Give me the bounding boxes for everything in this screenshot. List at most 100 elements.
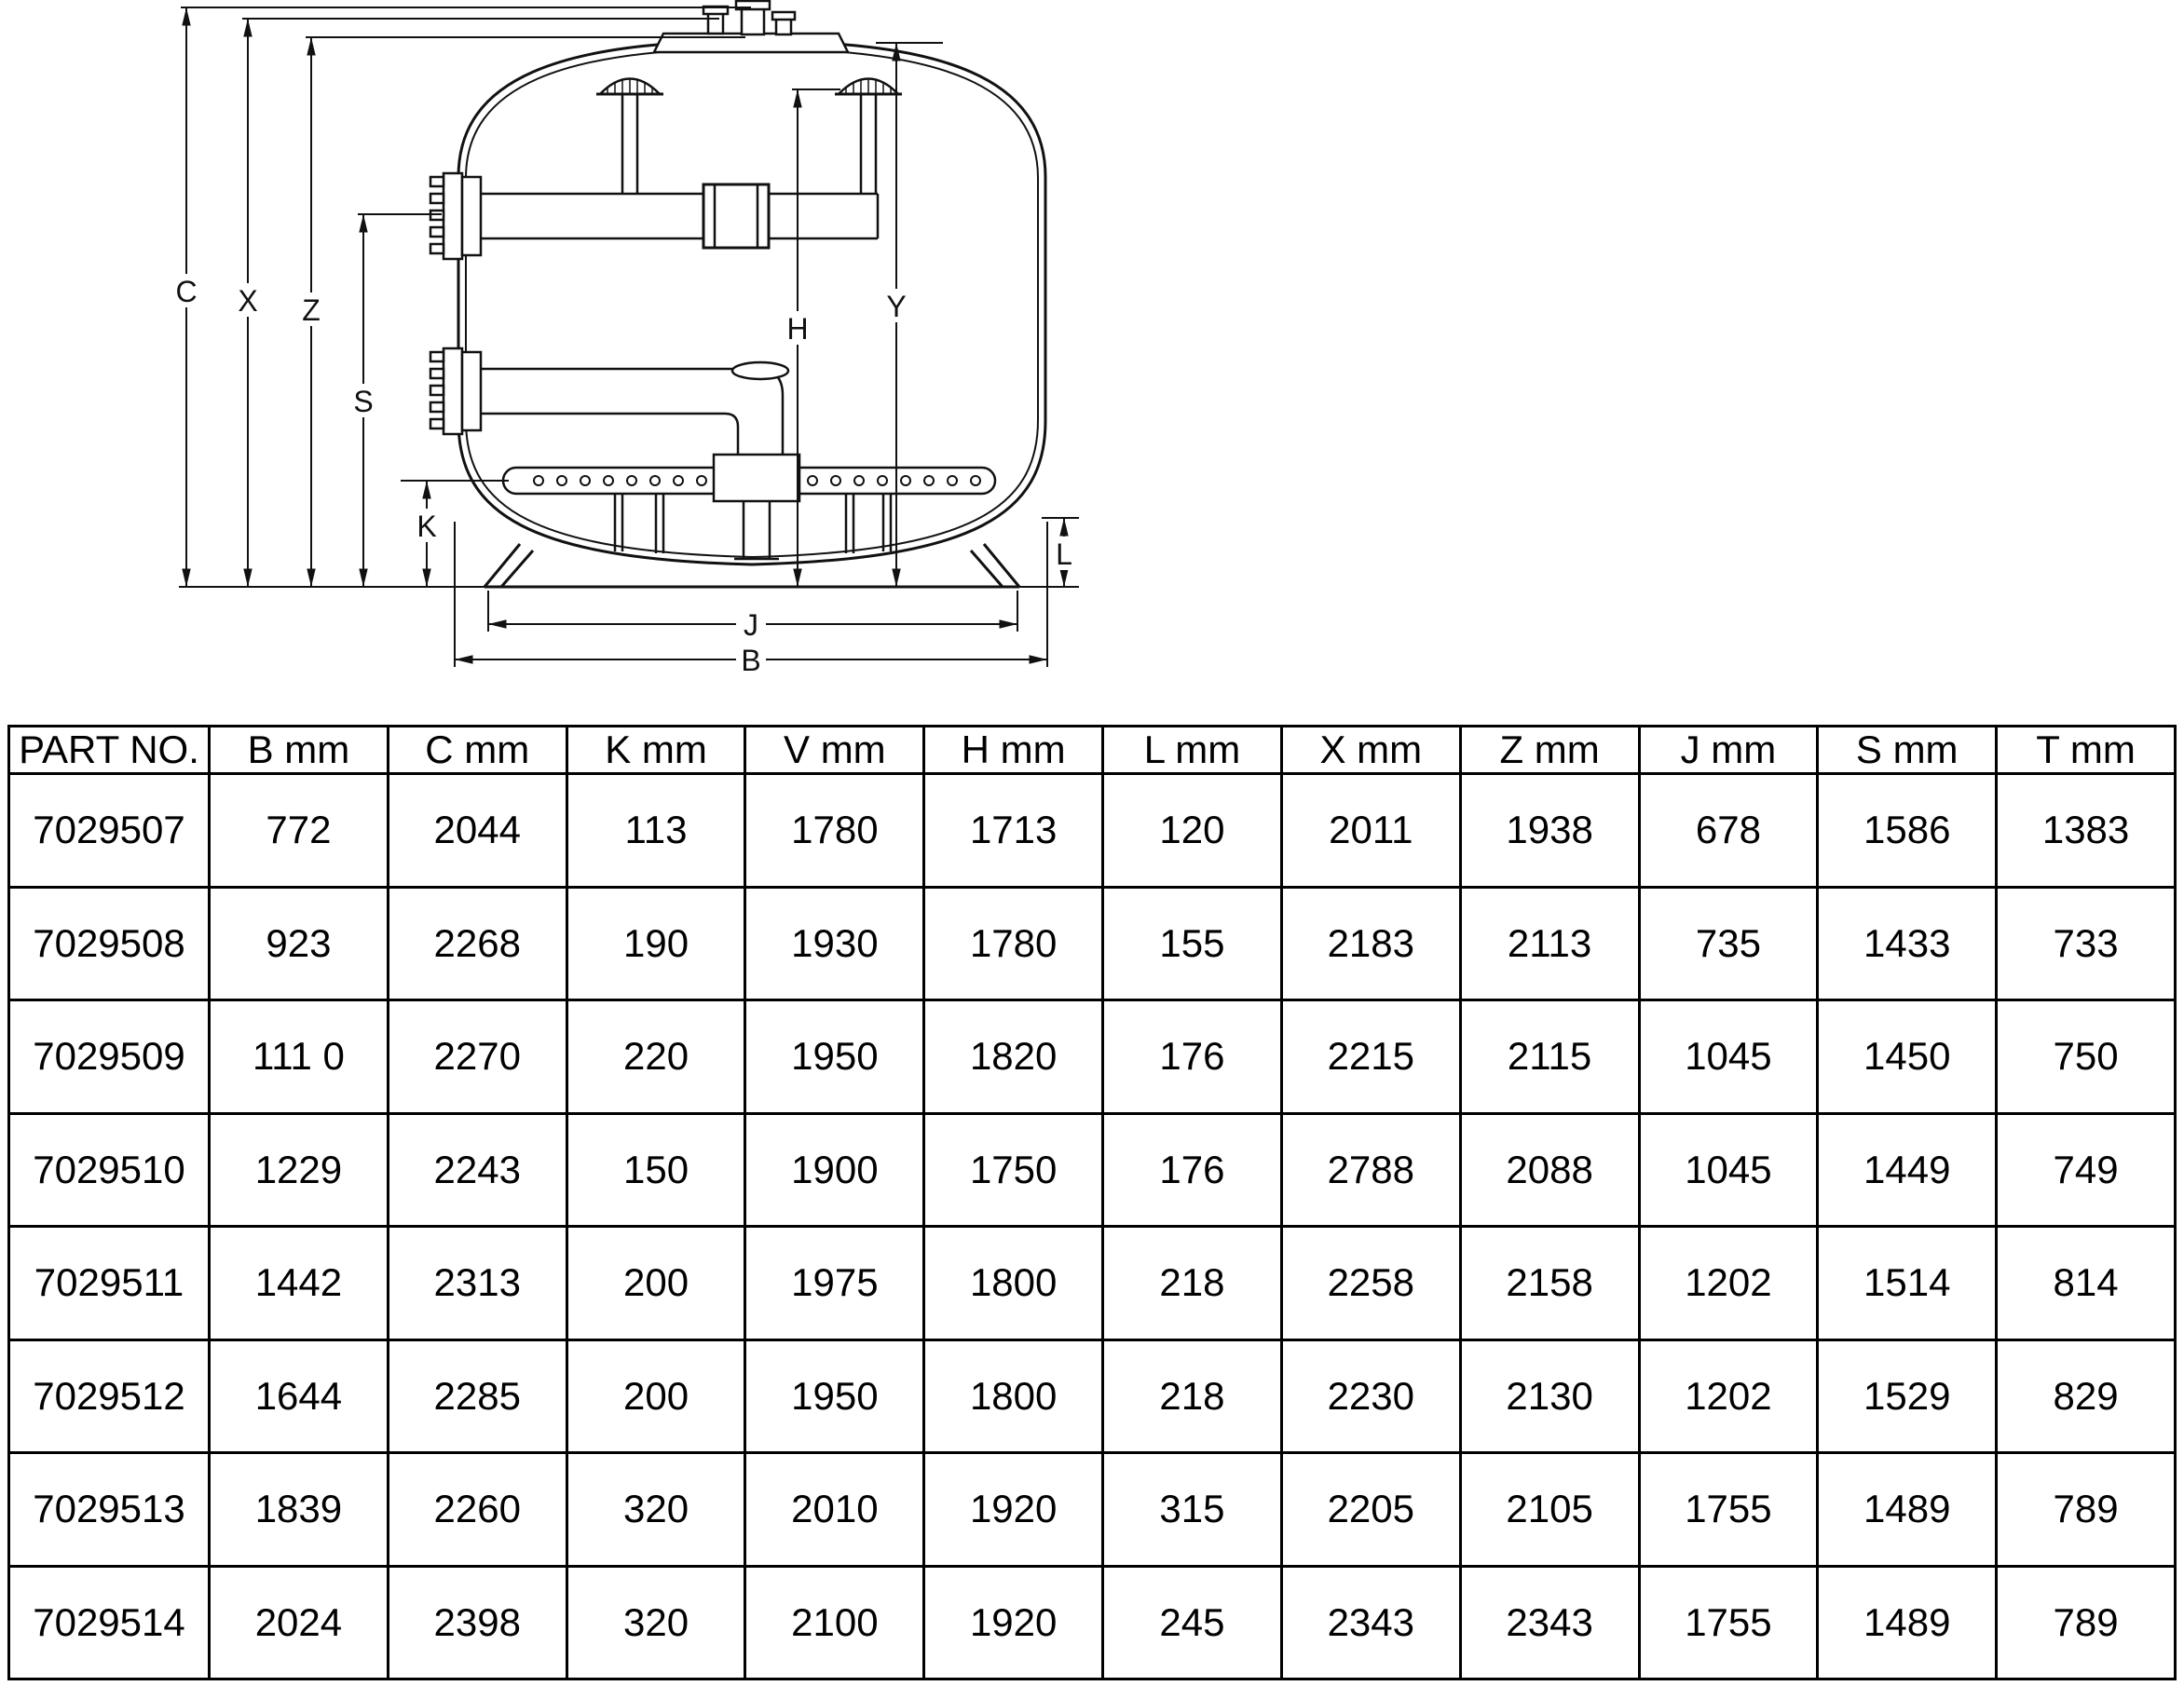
dim-label-j: J — [736, 607, 766, 642]
dimension-cell: 1644 — [208, 1338, 389, 1454]
dimension-cell: 2024 — [208, 1564, 389, 1680]
dimension-cell: 220 — [565, 999, 747, 1115]
dimension-cell: 1433 — [1816, 885, 1999, 1001]
dimension-cell: 1839 — [208, 1451, 389, 1568]
tank-inner-shell — [465, 47, 1039, 559]
dimension-cell: 789 — [1995, 1451, 2177, 1568]
dimension-cell: 2285 — [386, 1338, 568, 1454]
dimension-cell: 1045 — [1637, 1111, 1820, 1228]
svg-text:Z: Z — [302, 293, 321, 327]
column-header: H mm — [922, 725, 1105, 775]
dim-label-y: Y — [882, 289, 910, 323]
dimension-cell: 1920 — [922, 1564, 1105, 1680]
dimension-cell: 2258 — [1279, 1225, 1462, 1341]
dimension-cell: 1442 — [208, 1225, 389, 1341]
column-header: K mm — [565, 725, 747, 775]
svg-text:X: X — [238, 284, 257, 318]
dimension-cell: 120 — [1101, 772, 1283, 889]
top-fittings — [651, 0, 851, 54]
dimension-cell: 2130 — [1458, 1338, 1641, 1454]
dimension-cell: 2268 — [386, 885, 568, 1001]
dimension-cell: 2398 — [386, 1564, 568, 1680]
column-header: V mm — [744, 725, 926, 775]
dimension-cell: 1820 — [922, 999, 1105, 1115]
svg-text:C: C — [175, 275, 197, 308]
column-header: S mm — [1816, 725, 1999, 775]
svg-text:B: B — [741, 644, 760, 677]
dimension-cell: 200 — [565, 1338, 747, 1454]
side-flanges — [429, 171, 790, 468]
dimension-cell: 113 — [565, 772, 747, 889]
tank-outer-shell — [457, 39, 1047, 566]
dimension-cell: 2343 — [1279, 1564, 1462, 1680]
dimension-cell: 1900 — [744, 1111, 926, 1228]
dimension-cell: 1489 — [1816, 1451, 1999, 1568]
dimension-cell: 1750 — [922, 1111, 1105, 1228]
dimension-cell: 2011 — [1279, 772, 1462, 889]
dimension-cell: 1938 — [1458, 772, 1641, 889]
part-number-cell: 7029514 — [7, 1564, 211, 1680]
column-header: Z mm — [1458, 725, 1641, 775]
center-valve-cap — [734, 0, 771, 11]
svg-text:H: H — [786, 312, 808, 346]
dimension-cell: 735 — [1637, 885, 1820, 1001]
column-header: X mm — [1279, 725, 1462, 775]
part-number-cell: 7029513 — [7, 1451, 211, 1568]
dimension-cell: 750 — [1995, 999, 2177, 1115]
dimension-cell: 315 — [1101, 1451, 1283, 1568]
dimension-cell: 1202 — [1637, 1225, 1820, 1341]
dimension-cell: 1229 — [208, 1111, 389, 1228]
dimension-cell: 155 — [1101, 885, 1283, 1001]
dimension-labels: C X Z S K H Y L J B — [172, 274, 1078, 677]
dimension-cell: 2243 — [386, 1111, 568, 1228]
dimension-cell: 2044 — [386, 772, 568, 889]
dimension-cell: 320 — [565, 1564, 747, 1680]
dimension-cell: 1586 — [1816, 772, 1999, 889]
dimension-cell: 1975 — [744, 1225, 926, 1341]
filter-dimension-diagram: C X Z S K H Y L J B — [172, 0, 1079, 677]
column-header: B mm — [208, 725, 389, 775]
upper-distributor — [481, 77, 902, 250]
dimension-cell: 2183 — [1279, 885, 1462, 1001]
dim-label-l: L — [1050, 537, 1078, 571]
dimension-cell: 772 — [208, 772, 389, 889]
dimension-cell: 1449 — [1816, 1111, 1999, 1228]
dim-label-h: H — [784, 311, 812, 346]
part-number-cell: 7029511 — [7, 1225, 211, 1341]
dimension-cell: 200 — [565, 1225, 747, 1341]
base-stand — [483, 543, 1021, 589]
dimension-cell: 111 0 — [208, 999, 389, 1115]
dimension-cell: 2343 — [1458, 1564, 1641, 1680]
dimension-cell: 2313 — [386, 1225, 568, 1341]
dimension-cell: 814 — [1995, 1225, 2177, 1341]
dimension-cell: 1800 — [922, 1338, 1105, 1454]
upper-flange-plate — [442, 171, 464, 261]
dimension-cell: 1930 — [744, 885, 926, 1001]
dimension-cell: 1800 — [922, 1225, 1105, 1341]
dimension-cell: 2100 — [744, 1564, 926, 1680]
dimension-cell: 1529 — [1816, 1338, 1999, 1454]
sight-glass-cap — [771, 10, 797, 21]
dim-label-z: Z — [297, 292, 325, 327]
dimension-cell: 1950 — [744, 999, 926, 1115]
dimension-cell: 2215 — [1279, 999, 1462, 1115]
dimension-cell: 1713 — [922, 772, 1105, 889]
part-number-cell: 7029512 — [7, 1338, 211, 1454]
dimension-cell: 2010 — [744, 1451, 926, 1568]
column-header: J mm — [1637, 725, 1820, 775]
dimension-cell: 1920 — [922, 1451, 1105, 1568]
dimension-cell: 2113 — [1458, 885, 1641, 1001]
dimension-cell: 789 — [1995, 1564, 2177, 1680]
svg-text:K: K — [416, 510, 436, 543]
dimension-cell: 923 — [208, 885, 389, 1001]
dimension-cell: 1780 — [744, 772, 926, 889]
dimension-cell: 1755 — [1637, 1564, 1820, 1680]
